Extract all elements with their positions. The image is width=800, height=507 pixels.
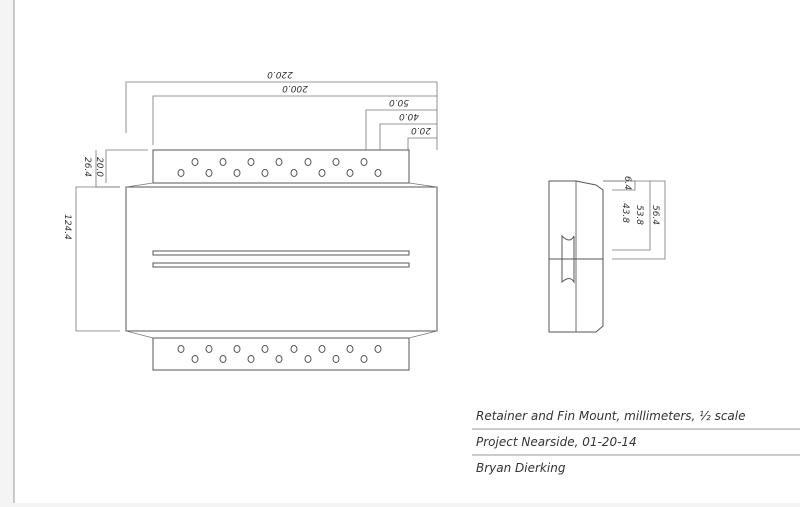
hole — [318, 345, 326, 353]
body-chamfer-left — [125, 182, 154, 188]
hole — [304, 355, 312, 363]
dim-side-64: 6.4 — [622, 176, 632, 191]
dim-side-438: 43.8 — [620, 203, 630, 223]
hole — [290, 169, 298, 177]
side-view: 6.4 43.8 53.8 56.4 — [548, 176, 666, 333]
dim-line-body — [75, 186, 120, 332]
hole — [177, 345, 185, 353]
hole — [233, 169, 241, 177]
hole — [332, 355, 340, 363]
hole — [247, 158, 255, 166]
dim-line-20 — [407, 137, 437, 150]
dim-line-side-538 — [612, 180, 666, 260]
fin-mount — [561, 234, 575, 284]
dim-flange-height: 20.0 — [94, 157, 104, 177]
hole — [261, 345, 269, 353]
dim-line-side-438 — [603, 180, 651, 251]
body-chamfer-right — [408, 182, 438, 188]
bottom-chamfer-left — [125, 330, 154, 339]
dim-line-flange — [105, 149, 148, 183]
main-body — [125, 186, 438, 332]
hole — [290, 345, 298, 353]
hole — [219, 158, 227, 166]
hole — [374, 345, 382, 353]
dim-line-40 — [379, 123, 437, 150]
hole — [205, 169, 213, 177]
hole — [219, 355, 227, 363]
dim-overall-width: 220.0 — [267, 69, 293, 79]
hole — [304, 158, 312, 166]
top-flange-holes — [177, 158, 382, 177]
hole — [191, 158, 199, 166]
hole — [318, 169, 326, 177]
vertical-dimensions — [75, 149, 148, 332]
dim-line-50 — [365, 109, 437, 150]
hole — [275, 158, 283, 166]
horizontal-dimensions — [125, 81, 438, 150]
hole — [275, 355, 283, 363]
dim-line-overall — [125, 81, 438, 150]
title-line-3: Bryan Dierking — [476, 461, 566, 475]
hole — [346, 345, 354, 353]
hole — [374, 169, 382, 177]
title-block: Retainer and Fin Mount, millimeters, ½ s… — [472, 409, 800, 475]
dim-20: 20.0 — [411, 125, 431, 135]
bottom-flange — [152, 337, 410, 371]
title-line-1: Retainer and Fin Mount, millimeters, ½ s… — [476, 409, 746, 423]
bottom-flange-holes — [177, 345, 382, 363]
hole — [247, 355, 255, 363]
fin-slot-lower — [152, 262, 410, 268]
hole — [177, 169, 185, 177]
dim-inner-width: 200.0 — [282, 83, 308, 93]
title-line-2: Project Nearside, 01-20-14 — [476, 435, 637, 449]
hole — [205, 345, 213, 353]
front-view: 220.0 200.0 50.0 40.0 20.0 20.0 26.4 124… — [62, 69, 438, 371]
hole — [191, 355, 199, 363]
fin-slot-upper — [152, 250, 410, 256]
dim-side-564: 56.4 — [650, 205, 660, 225]
hole — [261, 169, 269, 177]
dim-40: 40.0 — [399, 111, 419, 121]
hole — [360, 158, 368, 166]
dim-flange-total: 26.4 — [82, 157, 92, 177]
hole — [360, 355, 368, 363]
side-body-right — [575, 180, 604, 333]
dim-side-538: 53.8 — [634, 205, 644, 225]
bottom-chamfer-right — [408, 330, 438, 339]
hole — [233, 345, 241, 353]
dim-body-height: 124.4 — [62, 214, 72, 240]
dim-line-inner — [152, 95, 437, 145]
hole — [346, 169, 354, 177]
hole — [332, 158, 340, 166]
dim-50: 50.0 — [389, 97, 409, 107]
